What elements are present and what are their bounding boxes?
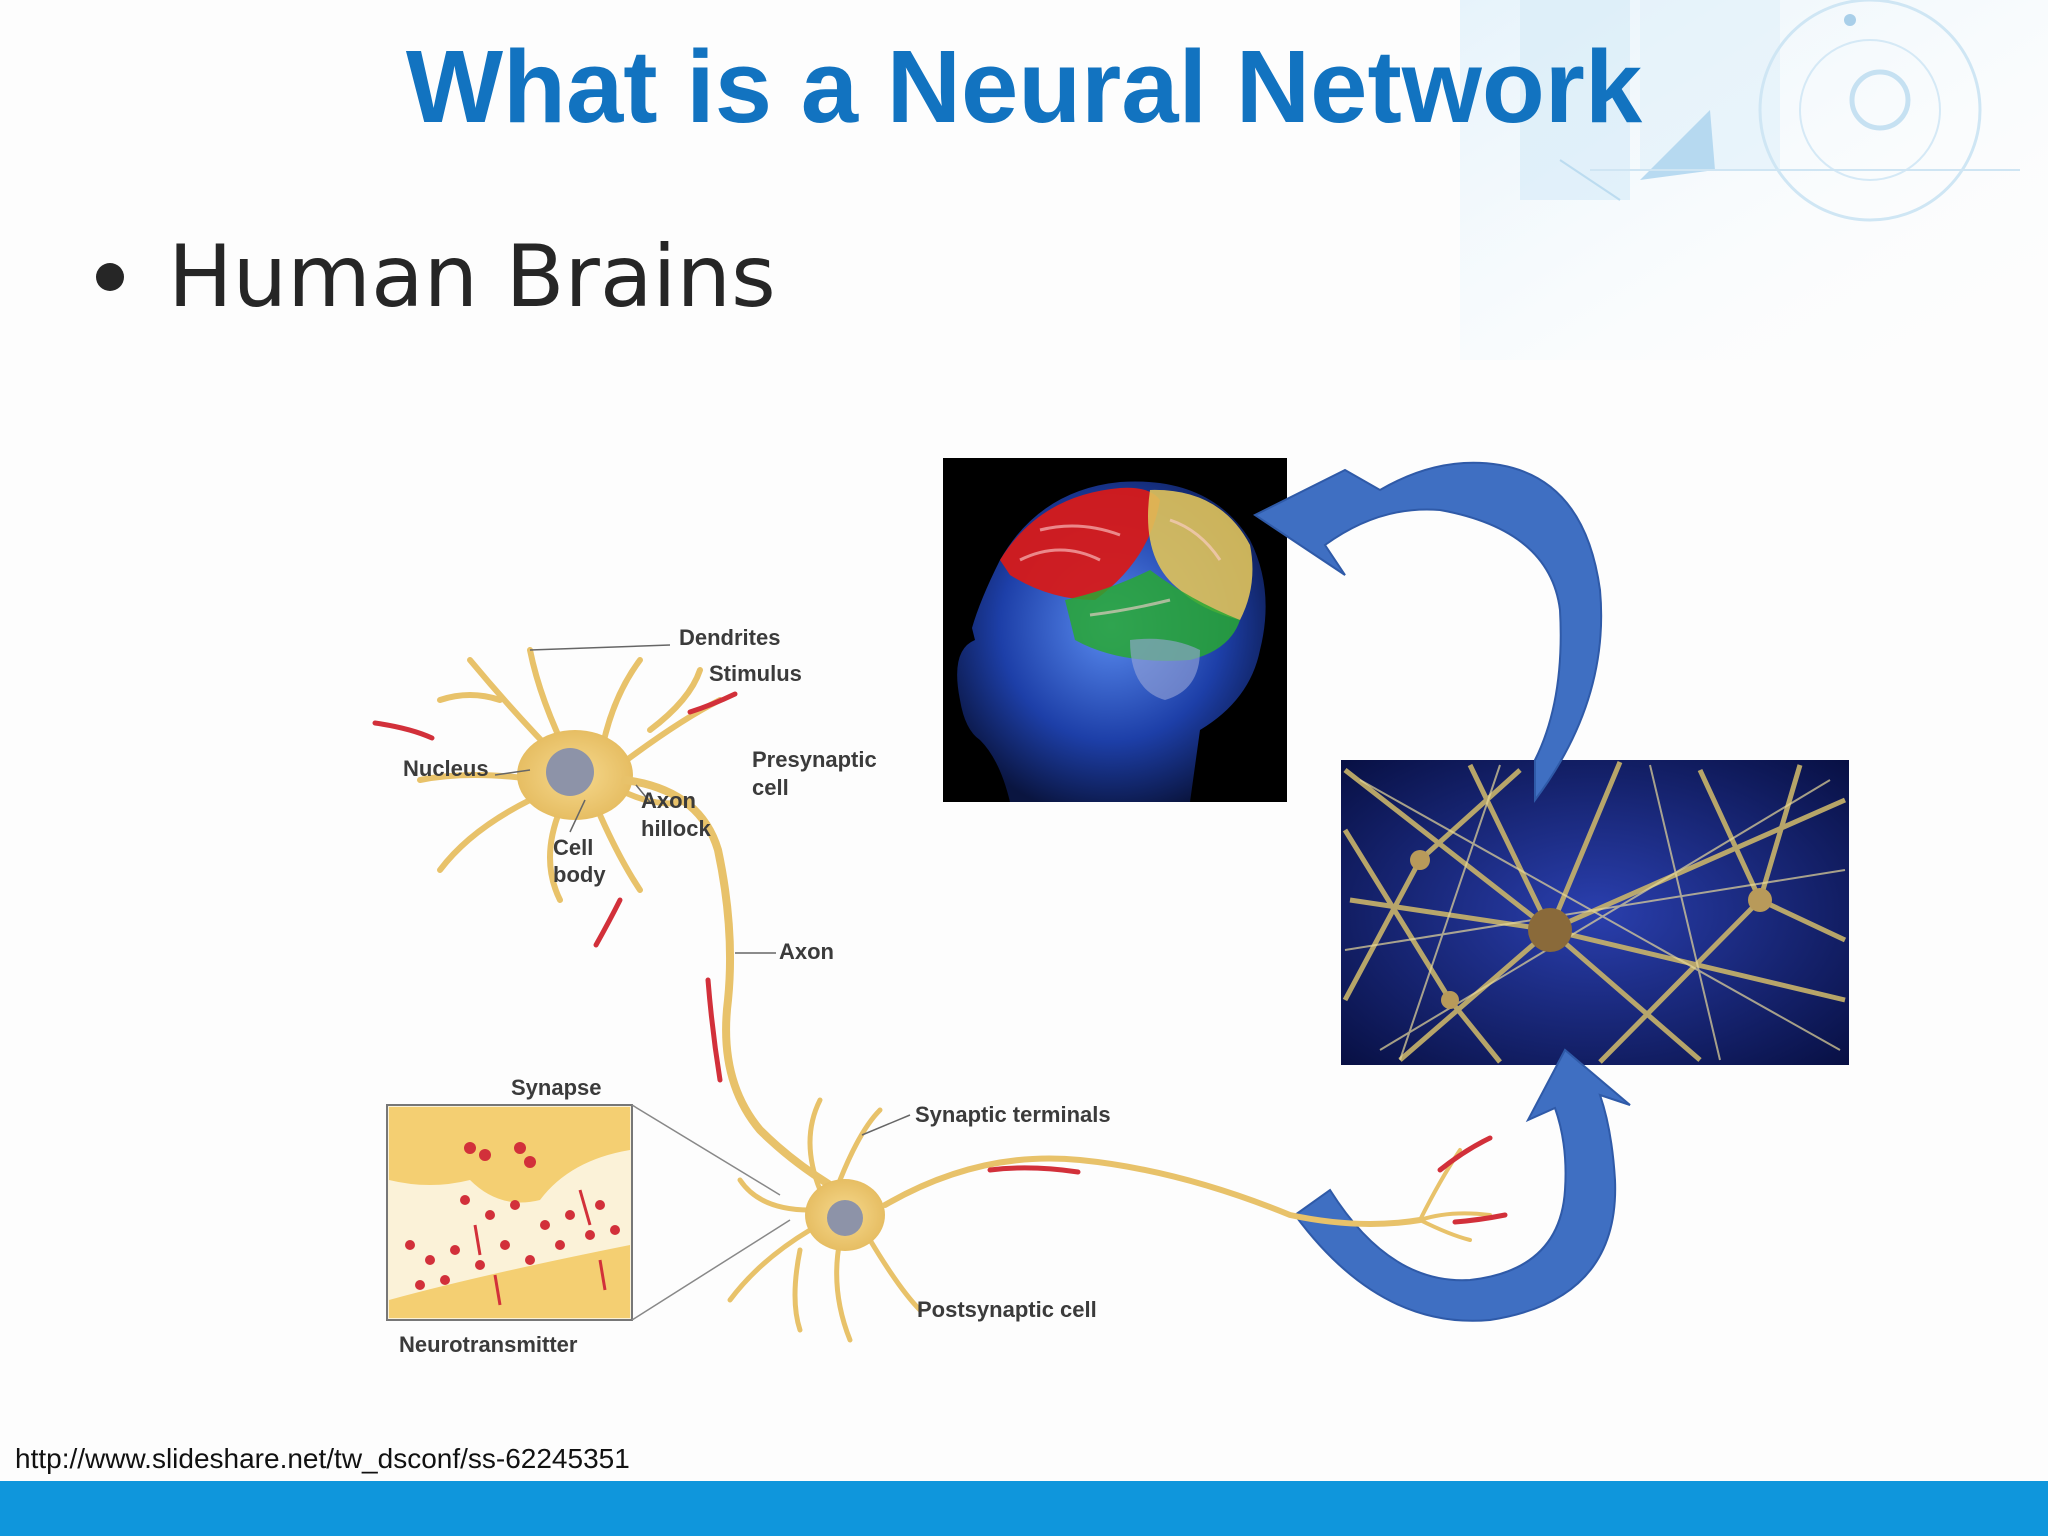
bullet-item: Human Brains — [96, 222, 776, 332]
label-axon-hillock-2: hillock — [641, 816, 711, 841]
bullet-text: Human Brains — [168, 227, 776, 327]
label-presynaptic-1: Presynaptic — [752, 747, 877, 772]
arrow-to-brain — [1253, 461, 1603, 804]
background-decoration — [1460, 0, 2048, 360]
source-url: http://www.slideshare.net/tw_dsconf/ss-6… — [15, 1443, 630, 1474]
label-axon-hillock-1: Axon — [641, 788, 696, 813]
bullet-dot — [96, 262, 124, 291]
neural-network-image — [1341, 760, 1849, 1065]
arrow-to-network — [1293, 1048, 1631, 1322]
neuron-diagram: Dendrites Stimulus Nucleus Presynaptic c… — [372, 625, 1508, 1357]
label-axon: Axon — [779, 939, 834, 964]
label-presynaptic-2: cell — [752, 775, 789, 800]
brain-image — [943, 458, 1287, 802]
label-synaptic-terminals: Synaptic terminals — [915, 1102, 1111, 1127]
label-stimulus: Stimulus — [709, 661, 802, 686]
label-neurotransmitter: Neurotransmitter — [399, 1332, 578, 1357]
label-cell-body-1: Cell — [553, 835, 593, 860]
label-nucleus: Nucleus — [403, 756, 489, 781]
footer-bar — [0, 1481, 2048, 1536]
label-cell-body-2: body — [553, 862, 606, 887]
label-synapse: Synapse — [511, 1075, 602, 1100]
label-postsynaptic-cell: Postsynaptic cell — [917, 1297, 1097, 1322]
curved-arrows — [1253, 461, 1631, 1322]
slide-title: What is a Neural Network — [405, 29, 1643, 144]
synapse-inset — [386, 1104, 791, 1321]
label-dendrites: Dendrites — [679, 625, 780, 650]
